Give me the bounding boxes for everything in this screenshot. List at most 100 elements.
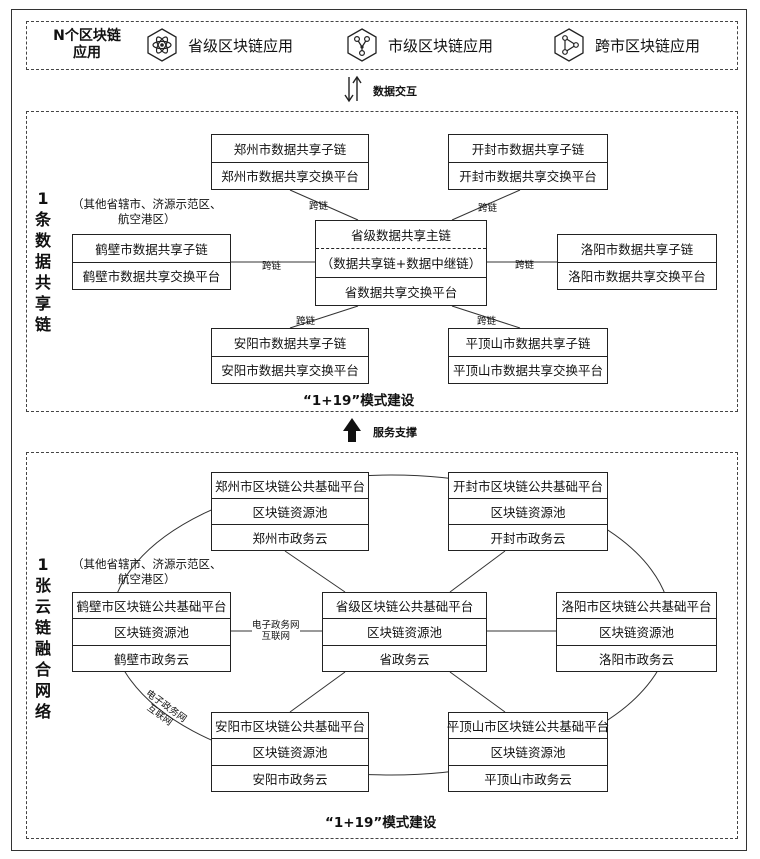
kaifeng-sub-chain: 开封市数据共享子链	[471, 141, 585, 157]
hebi-resource-pool: 区块链资源池	[73, 618, 230, 644]
chain-side-char: 据	[34, 252, 51, 271]
network-label-internet: 互联网	[261, 631, 291, 642]
pingdingshan-gov-cloud: 平顶山市政务云	[449, 764, 607, 791]
service-support-label: 服务支撑	[373, 426, 417, 439]
hebi-blockchain-platform: 鹤壁市区块链公共基础平台	[76, 599, 227, 615]
kaifeng-gov-cloud: 开封市政务云	[449, 524, 607, 550]
anyang-exchange-platform: 安阳市数据共享交换平台	[212, 355, 368, 384]
hebi-exchange-platform: 鹤壁市数据共享交换平台	[73, 261, 230, 290]
cloud-side-char: 链	[34, 618, 51, 637]
zhengzhou-sub-chain: 郑州市数据共享子链	[233, 141, 347, 157]
provincial-main-chain: 省级数据共享主链	[350, 228, 451, 244]
cloud-side-char: 云	[34, 597, 51, 616]
hebi-chain-box: 鹤壁市数据共享子链 鹤壁市数据共享交换平台	[72, 234, 231, 290]
zhengzhou-gov-cloud: 郑州市政务云	[212, 524, 368, 550]
cross-chain-label-luoyang: 跨链	[515, 260, 535, 271]
chain-side-char: 链	[34, 315, 51, 334]
data-exchange-label: 数据交互	[373, 85, 417, 98]
chain-side-char: 共	[34, 273, 51, 292]
kaifeng-chain-box: 开封市数据共享子链 开封市数据共享交换平台	[448, 134, 608, 190]
zhengzhou-chain-box: 郑州市数据共享子链 郑州市数据共享交换平台	[211, 134, 369, 190]
pingdingshan-sub-chain: 平顶山市数据共享子链	[465, 335, 591, 351]
cloud-mode-caption: “1+19”模式建设	[325, 815, 437, 831]
zhengzhou-cloud-box: 郑州市区块链公共基础平台 区块链资源池 郑州市政务云	[211, 472, 369, 551]
anyang-chain-box: 安阳市数据共享子链 安阳市数据共享交换平台	[211, 328, 369, 384]
anyang-sub-chain: 安阳市数据共享子链	[233, 335, 347, 351]
anyang-resource-pool: 区块链资源池	[212, 738, 368, 764]
cloud-side-char: 合	[34, 660, 51, 679]
applications-section	[26, 21, 738, 70]
pingdingshan-chain-box: 平顶山市数据共享子链 平顶山市数据共享交换平台	[448, 328, 608, 384]
cross-chain-label-zhengzhou: 跨链	[309, 201, 329, 212]
cloud-side-label: 1 张 云 链 融 合 网 络	[33, 554, 53, 722]
luoyang-sub-chain: 洛阳市数据共享子链	[580, 241, 694, 257]
hebi-sub-chain: 鹤壁市数据共享子链	[95, 241, 208, 257]
provincial-cloud-box: 省级区块链公共基础平台 区块链资源池 省政务云	[322, 592, 487, 672]
cross-chain-label-hebi: 跨链	[262, 261, 282, 272]
pingdingshan-blockchain-platform: 平顶山市区块链公共基础平台	[446, 719, 610, 735]
applications-title: N个区块链 应用	[44, 28, 130, 62]
cloud-side-char: 1	[37, 555, 49, 574]
applications-title-line1: N个区块链	[53, 28, 121, 44]
chain-side-char: 条	[34, 210, 51, 229]
hebi-cloud-box: 鹤壁市区块链公共基础平台 区块链资源池 鹤壁市政务云	[72, 592, 231, 672]
zhengzhou-blockchain-platform: 郑州市区块链公共基础平台	[214, 479, 365, 494]
cloud-side-char: 络	[34, 702, 51, 721]
pingdingshan-cloud-box: 平顶山市区块链公共基础平台 区块链资源池 平顶山市政务云	[446, 712, 610, 792]
app-label-cross-city: 跨市区块链应用	[595, 37, 701, 55]
luoyang-exchange-platform: 洛阳市数据共享交换平台	[558, 261, 716, 290]
luoyang-gov-cloud: 洛阳市政务云	[557, 644, 716, 671]
anyang-blockchain-platform: 安阳市区块链公共基础平台	[214, 719, 365, 735]
pingdingshan-resource-pool: 区块链资源池	[449, 738, 607, 764]
zhengzhou-resource-pool: 区块链资源池	[212, 498, 368, 524]
chain-other-cities-note: （其他省辖市、济源示范区、 航空港区）	[72, 197, 222, 227]
cloud-other-cities-note: （其他省辖市、济源示范区、 航空港区）	[72, 557, 222, 587]
luoyang-cloud-box: 洛阳市区块链公共基础平台 区块链资源池 洛阳市政务云	[556, 592, 717, 672]
provincial-blockchain-platform: 省级区块链公共基础平台	[335, 599, 474, 615]
cross-chain-label-kaifeng: 跨链	[478, 203, 498, 214]
anyang-cloud-box: 安阳市区块链公共基础平台 区块链资源池 安阳市政务云	[211, 712, 369, 792]
network-hexagon-icon	[347, 28, 377, 62]
app-label-provincial: 省级区块链应用	[188, 37, 294, 55]
pingdingshan-exchange-platform: 平顶山市数据共享交换平台	[449, 355, 607, 384]
outer-frame	[11, 9, 747, 851]
cloud-note-line2: 航空港区）	[118, 572, 176, 586]
hebi-gov-cloud: 鹤壁市政务云	[73, 644, 230, 671]
kaifeng-exchange-platform: 开封市数据共享交换平台	[449, 161, 607, 190]
applications-title-line2: 应用	[73, 45, 101, 61]
kaifeng-blockchain-platform: 开封市区块链公共基础平台	[452, 479, 603, 494]
chain-side-char: 数	[34, 231, 51, 250]
network-label-egov: 电子政务网	[252, 620, 300, 631]
kaifeng-resource-pool: 区块链资源池	[449, 498, 607, 524]
cloud-side-char: 张	[34, 576, 51, 595]
chain-mode-caption: “1+19”模式建设	[303, 393, 415, 409]
anyang-gov-cloud: 安阳市政务云	[212, 764, 368, 791]
cloud-side-char: 网	[34, 681, 51, 700]
cloud-side-char: 融	[34, 639, 51, 658]
provincial-chain-composition: （数据共享链+数据中继链）	[316, 248, 486, 276]
chain-side-label: 1 条 数 据 共 享 链	[33, 188, 53, 335]
chain-side-char: 享	[34, 294, 51, 313]
atom-icon	[147, 28, 177, 62]
data-sharing-chain-section	[26, 111, 738, 412]
triangle-network-icon	[554, 28, 584, 62]
luoyang-blockchain-platform: 洛阳市区块链公共基础平台	[561, 599, 712, 615]
cross-chain-label-anyang: 跨链	[296, 316, 316, 327]
luoyang-chain-box: 洛阳市数据共享子链 洛阳市数据共享交换平台	[557, 234, 717, 290]
provincial-exchange-platform: 省数据共享交换平台	[316, 276, 486, 305]
app-label-city: 市级区块链应用	[388, 37, 494, 55]
network-label-horizontal: 电子政务网 互联网	[252, 620, 300, 642]
chain-note-line1: （其他省辖市、济源示范区、	[72, 197, 222, 211]
chain-side-char: 1	[37, 189, 49, 208]
provincial-gov-cloud: 省政务云	[323, 644, 486, 671]
chain-note-line2: 航空港区）	[118, 212, 176, 226]
kaifeng-cloud-box: 开封市区块链公共基础平台 区块链资源池 开封市政务云	[448, 472, 608, 551]
cloud-chain-network-section	[26, 452, 738, 839]
luoyang-resource-pool: 区块链资源池	[557, 618, 716, 644]
provincial-resource-pool: 区块链资源池	[323, 618, 486, 644]
provincial-main-chain-box: 省级数据共享主链 （数据共享链+数据中继链） 省数据共享交换平台	[315, 220, 487, 306]
zhengzhou-exchange-platform: 郑州市数据共享交换平台	[212, 161, 368, 190]
cross-chain-label-pingdingshan: 跨链	[477, 316, 497, 327]
cloud-note-line1: （其他省辖市、济源示范区、	[72, 557, 222, 571]
